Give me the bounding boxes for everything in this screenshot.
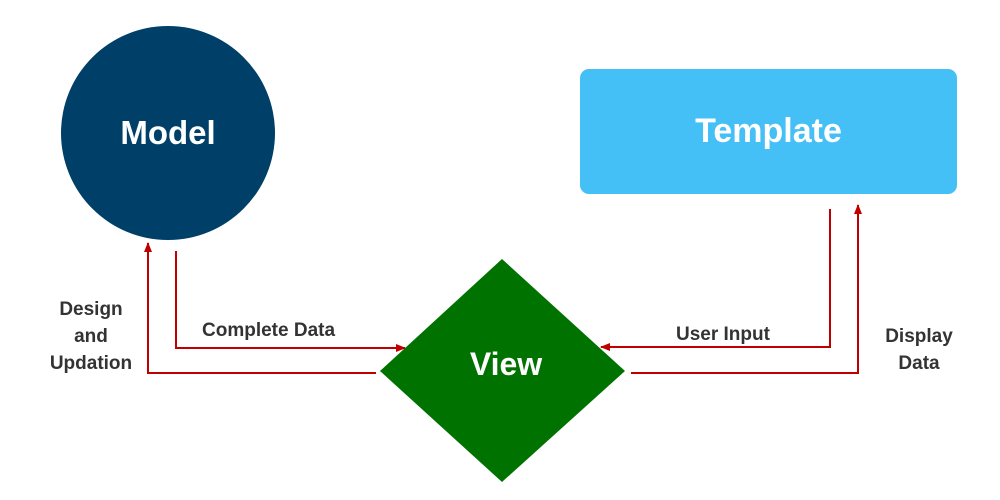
complete-data-arrow (175, 251, 406, 352)
view-node (380, 259, 625, 482)
design-updation-arrow (144, 242, 376, 374)
user-input-label: User Input (676, 324, 770, 345)
display-data-label-line: Data (898, 353, 940, 374)
template-label: Template (695, 112, 842, 150)
design-updation-label-line: Design (59, 299, 123, 320)
design-updation-label: Design and Updation (36, 296, 146, 377)
model-label: Model (120, 114, 216, 151)
user-input-arrow (600, 209, 831, 351)
display-data-arrow (631, 204, 862, 374)
design-updation-label-line: Updation (49, 353, 133, 374)
design-updation-label-line: and (74, 326, 108, 347)
display-data-label: Display Data (866, 323, 972, 377)
display-data-label-line: Display (885, 326, 953, 347)
complete-data-label: Complete Data (202, 320, 336, 341)
model-node: Model (61, 26, 275, 240)
template-node: Template (580, 69, 957, 194)
